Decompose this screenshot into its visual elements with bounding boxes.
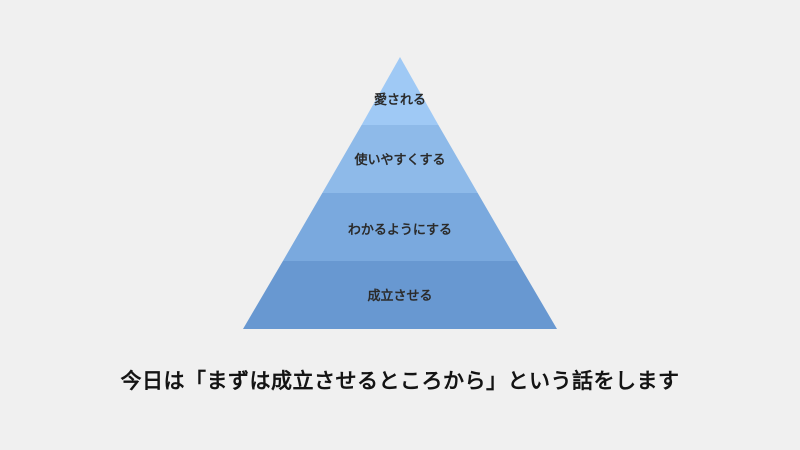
pyramid-layer-top — [361, 57, 439, 125]
caption: 今日は「まずは成立させるところから」という話をします — [120, 369, 680, 393]
pyramid-layer-base-label: 成立させる — [367, 288, 432, 304]
pyramid-layer-3-label: わかるようにする — [348, 223, 452, 238]
pyramid-layer-3 — [282, 193, 518, 261]
pyramid-layer-2 — [322, 125, 478, 193]
pyramid-layer-base — [243, 261, 557, 329]
pyramid-layer-top-label: 愛される — [374, 92, 426, 108]
pyramid-layer-2-label: 使いやすくする — [353, 152, 445, 168]
